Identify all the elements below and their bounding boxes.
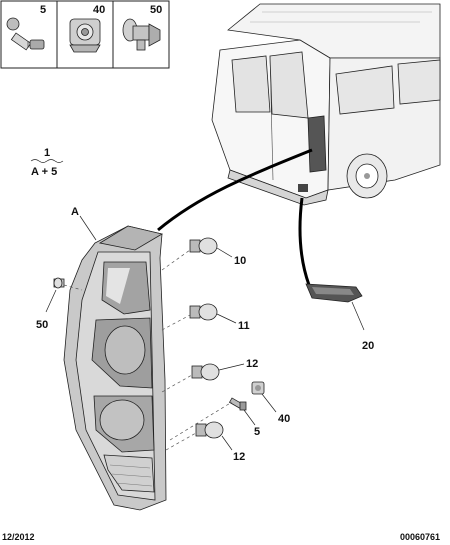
callout-20: 20 <box>362 340 374 352</box>
callout-10: 10 <box>234 255 246 267</box>
side-marker-lamp <box>305 283 363 303</box>
lamp-leader <box>79 215 97 241</box>
bulb-icon-12-bottom <box>195 421 224 439</box>
footer-date: 12/2012 <box>2 532 35 542</box>
van-illustration <box>211 3 441 206</box>
callout-11: 11 <box>238 320 250 332</box>
stud-icon-50 <box>53 277 65 289</box>
callout-40: 40 <box>278 413 290 425</box>
tail-lamp <box>63 225 167 511</box>
callout-12-upper: 12 <box>246 358 258 370</box>
assembly-composition: A + 5 <box>31 166 57 178</box>
van-to-side-lamp-curve <box>298 197 311 286</box>
callout-5: 5 <box>254 426 260 438</box>
screw-icon-5 <box>228 397 247 411</box>
footer-code: 00060761 <box>400 532 440 542</box>
screw-icon <box>6 17 45 51</box>
clip-icon-40 <box>251 381 265 395</box>
lamp-label: A <box>71 206 79 218</box>
legend-ref-40: 40 <box>93 4 105 16</box>
bulb-icon-10 <box>189 237 218 255</box>
legend-ref-5: 5 <box>40 4 46 16</box>
bulb-icon-11 <box>189 303 218 321</box>
callout-50: 50 <box>36 319 48 331</box>
stud-fastener-icon <box>122 18 161 51</box>
van-to-lamp-curve <box>157 148 313 232</box>
callout-12-bottom: 12 <box>233 451 245 463</box>
bulb-icon-12-upper <box>191 363 220 381</box>
clip-nut-icon <box>69 18 101 53</box>
assembly-ref: 1 <box>44 147 50 159</box>
assembly-reference: 1 A + 5 <box>30 147 64 178</box>
legend-box: 5 40 50 <box>0 0 170 69</box>
legend-ref-50: 50 <box>150 4 162 16</box>
